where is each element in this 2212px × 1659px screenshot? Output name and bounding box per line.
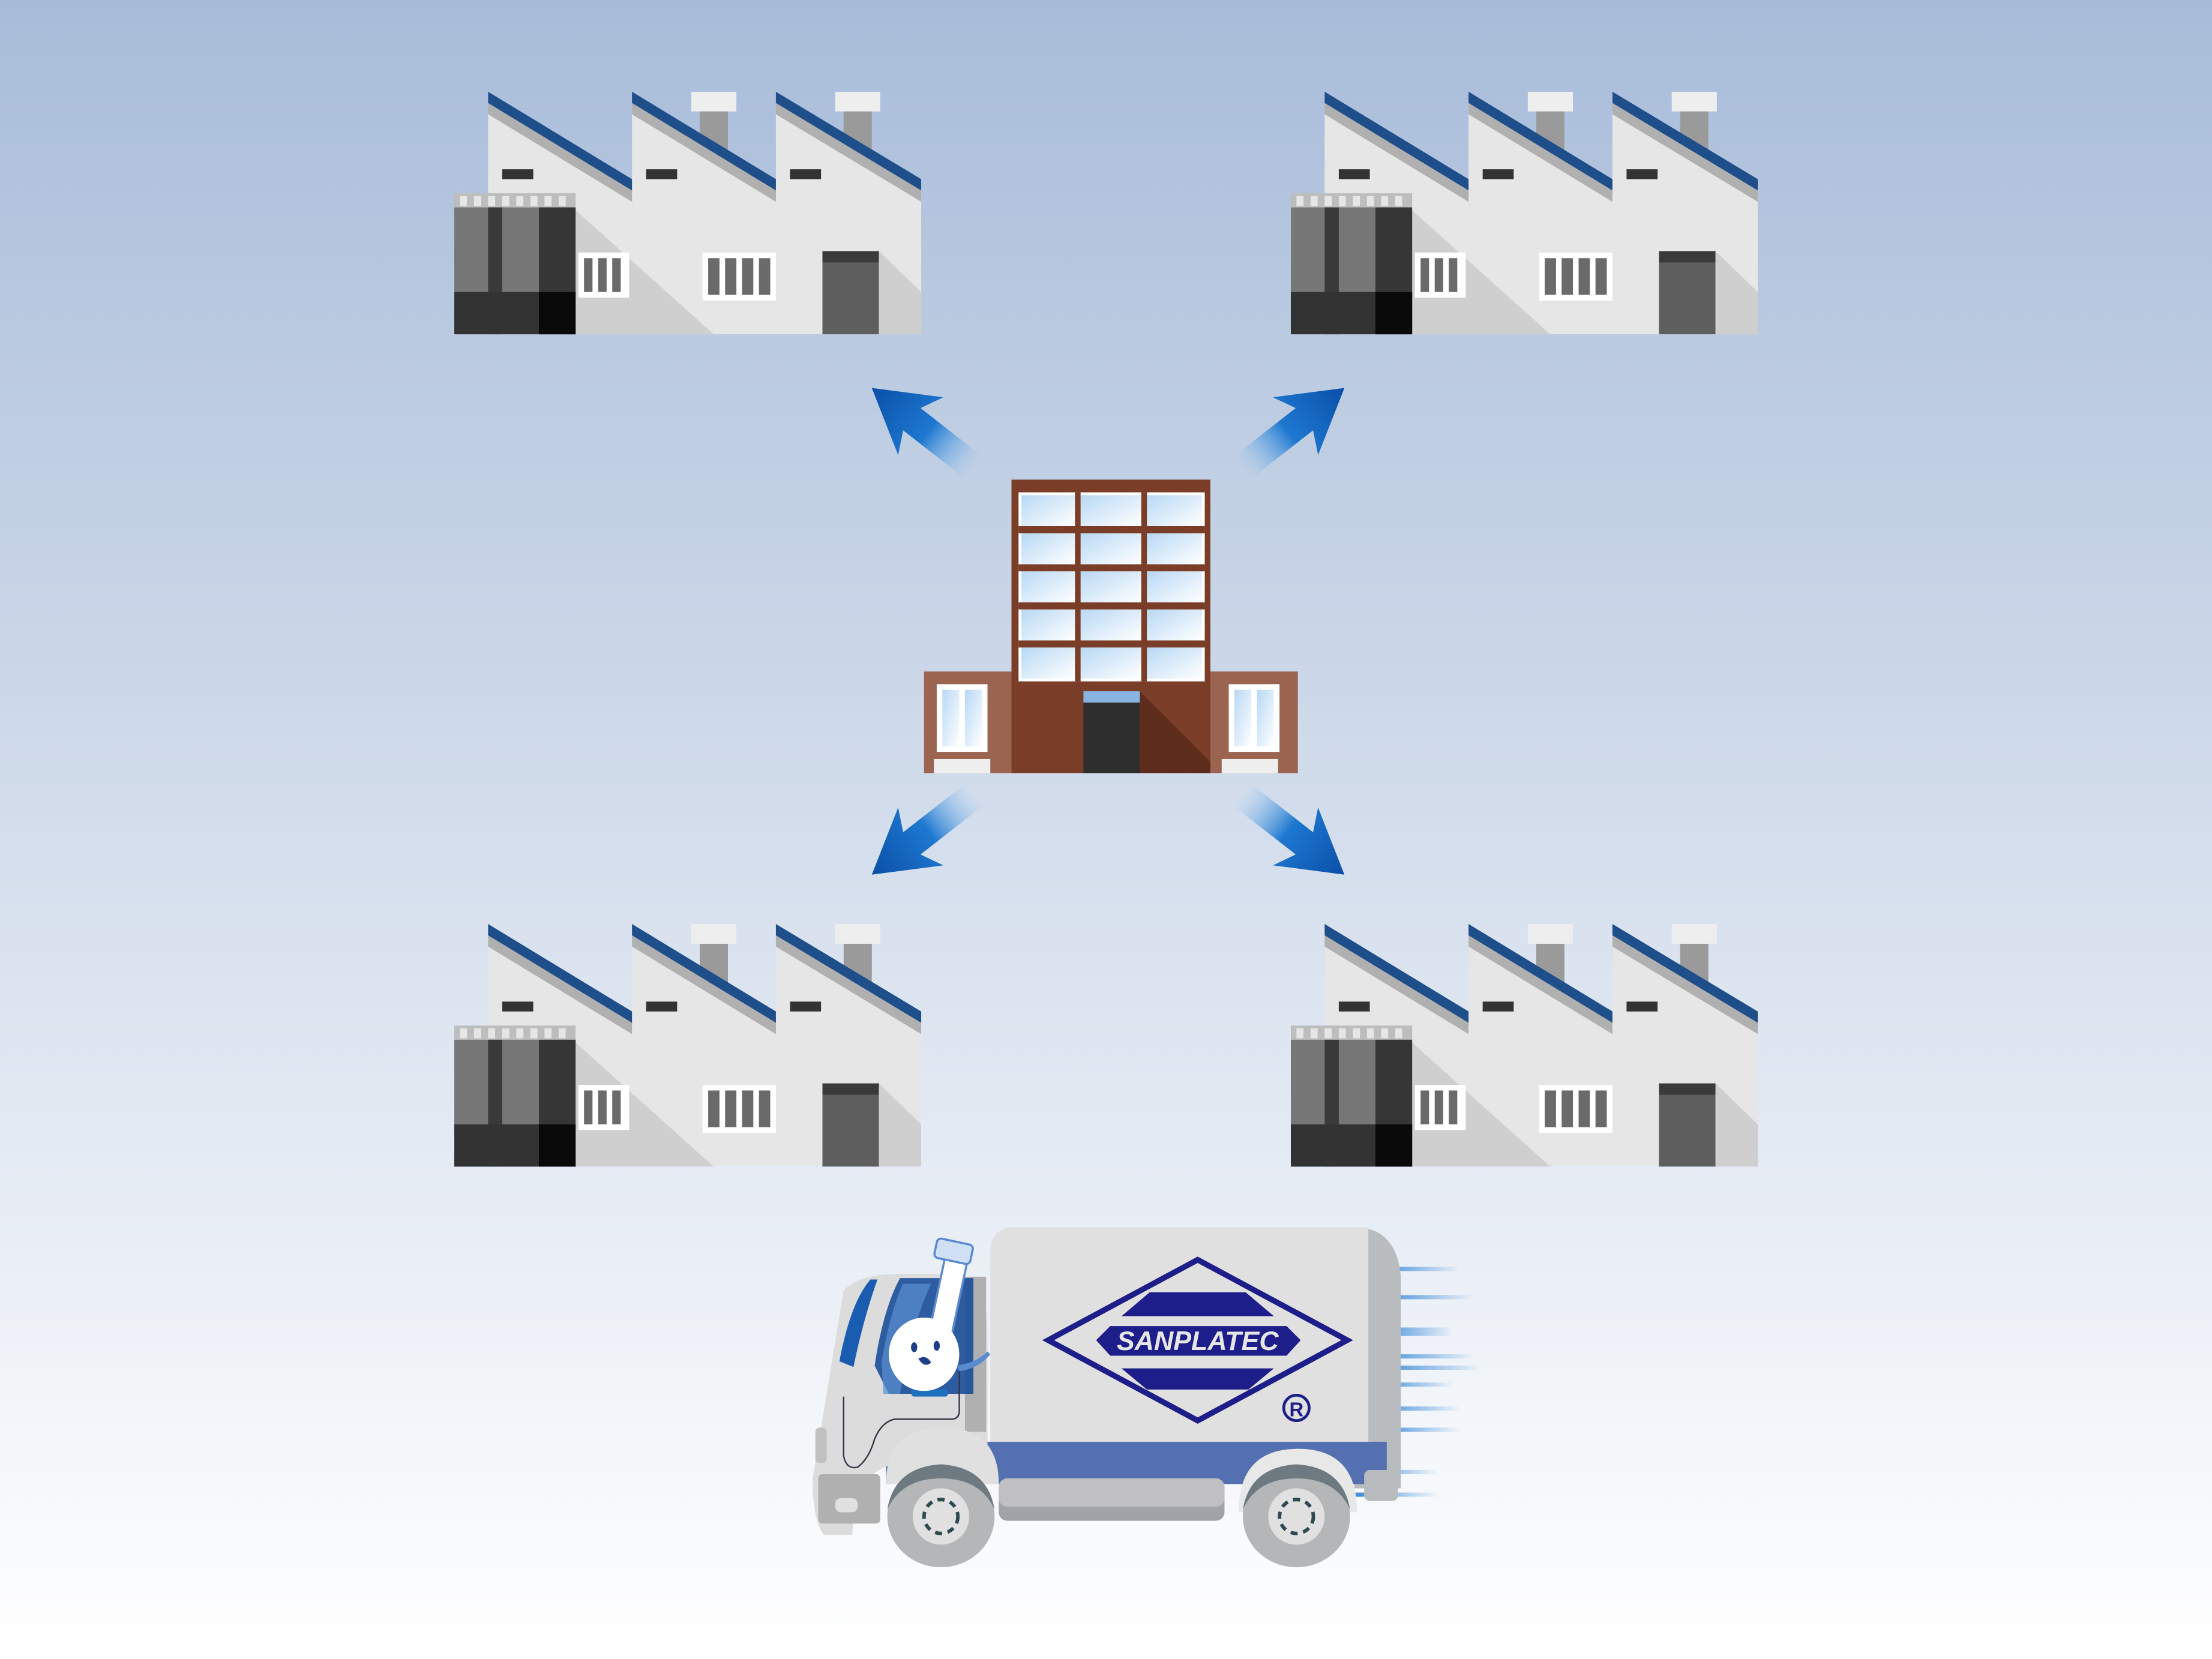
hq-door bbox=[1083, 691, 1140, 773]
factory-bottom-left bbox=[454, 924, 922, 1167]
mascot-flask bbox=[888, 1237, 991, 1391]
arrow-icon-bottom-right bbox=[1233, 784, 1345, 875]
headquarters-building bbox=[924, 479, 1298, 773]
factory-top-right bbox=[1290, 91, 1758, 335]
arrow-icon-top-right bbox=[1233, 388, 1345, 479]
factory-bottom-right bbox=[1290, 924, 1758, 1167]
rear-wheel bbox=[1243, 1464, 1350, 1568]
arrow-icon-bottom-left bbox=[871, 784, 983, 875]
delivery-truck: SANPLATEC R bbox=[813, 1227, 1482, 1568]
sanplatec-logo: SANPLATEC R bbox=[1042, 1256, 1353, 1424]
arrow-icon-top-left bbox=[871, 388, 983, 479]
logo-text: SANPLATEC bbox=[1117, 1327, 1279, 1356]
factory-top-left bbox=[454, 91, 922, 335]
front-wheel bbox=[887, 1464, 995, 1568]
registered-mark: R bbox=[1289, 1399, 1303, 1421]
